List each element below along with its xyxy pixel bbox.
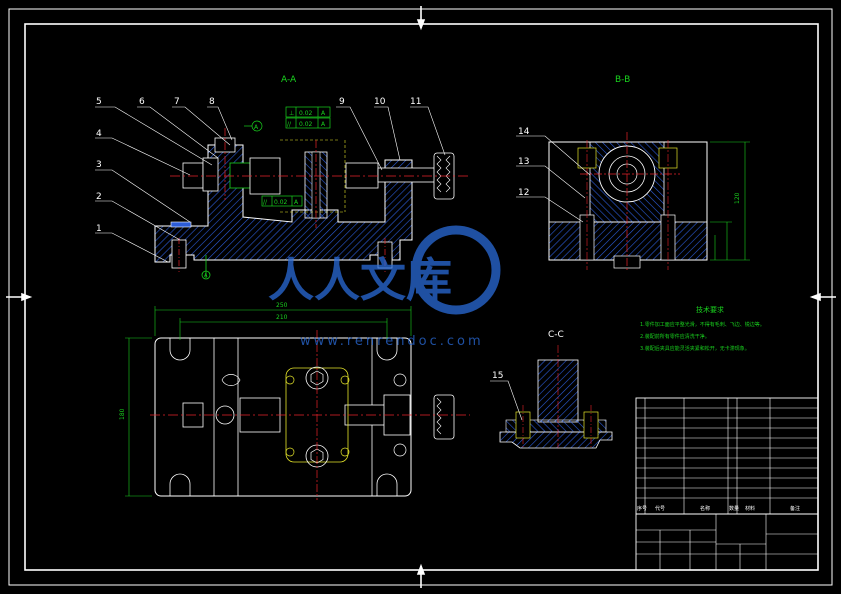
svg-text:120: 120 bbox=[734, 192, 741, 204]
svg-text:180: 180 bbox=[119, 408, 126, 420]
part-number-5: 5 bbox=[96, 97, 102, 107]
svg-text://: // bbox=[287, 121, 292, 128]
svg-text:A: A bbox=[204, 273, 208, 279]
part-number-6: 6 bbox=[139, 97, 145, 107]
title-block-header-qty: 数量 bbox=[729, 505, 739, 512]
section-view-bb: 120 bbox=[548, 132, 750, 272]
tech-req-line-3: 3.装配后夹具应能灵活夹紧和松开，无卡滞现象。 bbox=[640, 345, 750, 352]
svg-text:A: A bbox=[321, 110, 326, 117]
part-leaders-bb bbox=[516, 135, 591, 223]
tech-requirements-title: 技术要求 bbox=[696, 305, 724, 314]
title-block-header-remark: 备注 bbox=[790, 505, 800, 512]
part-leaders-aa bbox=[95, 106, 446, 263]
part-number-4: 4 bbox=[96, 129, 102, 139]
tech-req-line-1: 1.零件加工面应平整光滑，不得有毛刺、飞边、锐边等。 bbox=[640, 321, 765, 328]
svg-text:0.02: 0.02 bbox=[274, 199, 288, 206]
plan-view: 250 210 180 bbox=[119, 302, 470, 500]
watermark: 人人文库 www.renrendoc.com bbox=[268, 225, 501, 349]
section-view-aa: A bbox=[154, 128, 470, 280]
svg-text:A: A bbox=[321, 121, 326, 128]
part-number-2: 2 bbox=[96, 192, 102, 202]
aa-base-body bbox=[154, 144, 413, 263]
part-number-11: 11 bbox=[410, 97, 421, 107]
part-number-1: 1 bbox=[96, 224, 102, 234]
view-title-bb: B-B bbox=[615, 75, 630, 85]
svg-text:A: A bbox=[294, 199, 299, 206]
tolerance-frames: ⊥ 0.02 A // 0.02 A // 0.02 A A bbox=[244, 106, 331, 207]
svg-text:0.02: 0.02 bbox=[299, 121, 313, 128]
title-block-header-code: 代号 bbox=[655, 505, 665, 512]
watermark-brand: 人人文库 bbox=[268, 253, 452, 307]
centering-marks bbox=[6, 6, 836, 588]
part-number-3: 3 bbox=[96, 160, 102, 170]
svg-text://: // bbox=[263, 199, 268, 206]
part-number-14: 14 bbox=[518, 127, 530, 137]
part-number-9: 9 bbox=[339, 97, 345, 107]
title-block bbox=[635, 397, 819, 571]
tech-req-line-2: 2.装配前所有零件应清洗干净。 bbox=[640, 333, 710, 340]
svg-text:⊥: ⊥ bbox=[289, 110, 294, 117]
part-number-15: 15 bbox=[492, 371, 503, 381]
svg-text:210: 210 bbox=[276, 314, 288, 321]
title-block-header-name: 名称 bbox=[700, 505, 710, 512]
part-number-8: 8 bbox=[209, 97, 215, 107]
part-number-7: 7 bbox=[174, 97, 180, 107]
part-number-12: 12 bbox=[518, 188, 529, 198]
aa-top-slot bbox=[170, 221, 192, 228]
section-view-cc bbox=[490, 345, 613, 449]
view-title-aa: A-A bbox=[281, 75, 297, 85]
watermark-url: www.renrendoc.com bbox=[300, 334, 484, 349]
part-number-13: 13 bbox=[518, 157, 529, 167]
svg-text:250: 250 bbox=[276, 302, 288, 309]
svg-text:A: A bbox=[254, 124, 259, 131]
title-block-header-material: 材料 bbox=[745, 505, 755, 512]
svg-text:0.02: 0.02 bbox=[299, 110, 313, 117]
part-number-10: 10 bbox=[374, 97, 386, 107]
title-block-header-no: 序号 bbox=[637, 505, 647, 512]
view-title-cc: C-C bbox=[548, 330, 564, 340]
tech-requirements: 技术要求 1.零件加工面应平整光滑，不得有毛刺、飞边、锐边等。 2.装配前所有零… bbox=[640, 305, 765, 352]
